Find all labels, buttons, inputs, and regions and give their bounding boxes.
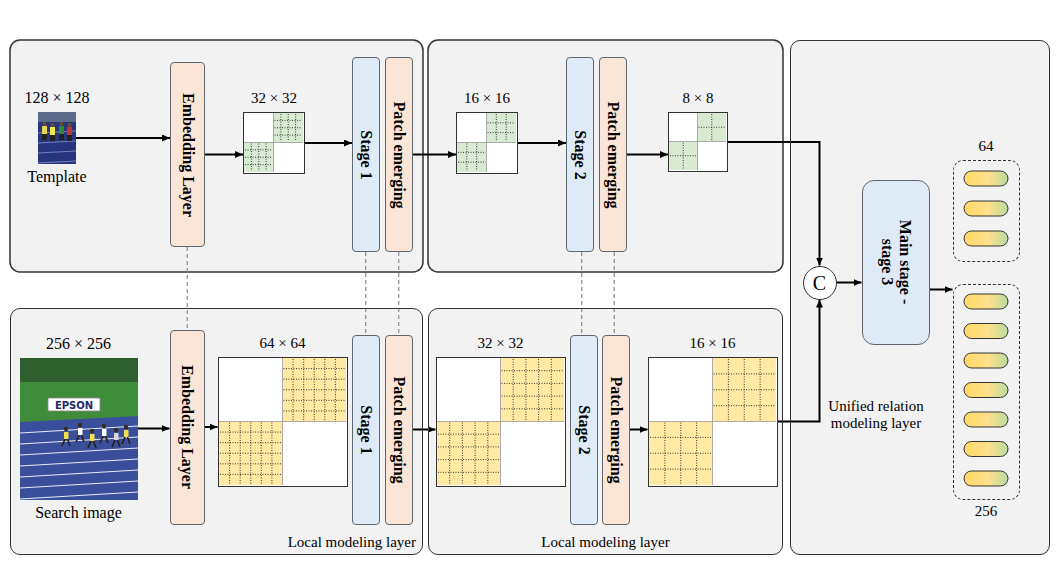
node-text: 32 × 32 xyxy=(251,90,297,107)
module-box: Stage 2 xyxy=(566,57,594,252)
token-pill xyxy=(964,353,1008,368)
node-text: Main stage -stage 3 xyxy=(878,212,913,312)
weight-sharing-line xyxy=(614,252,615,335)
module-box: Stage 1 xyxy=(352,57,380,252)
module-box: Main stage -stage 3 xyxy=(862,180,930,345)
token-pill xyxy=(964,471,1008,486)
concat-circle: C xyxy=(803,266,837,300)
layer-panel: CMain stage -stage 364256Unified relatio… xyxy=(790,40,1050,555)
token-pill xyxy=(964,441,1008,456)
module-box: Patch emerging xyxy=(599,57,627,252)
weight-sharing-line xyxy=(187,247,188,330)
node-text: 64 × 64 xyxy=(260,335,306,352)
feature-grid xyxy=(457,113,516,172)
panel-fill xyxy=(790,40,1050,555)
weight-sharing-line xyxy=(581,252,582,335)
flow-arrow xyxy=(627,154,668,156)
token-pill xyxy=(964,382,1008,397)
feature-grid xyxy=(219,358,346,485)
node-text: Template xyxy=(27,168,86,186)
feature-map: 32 × 32 xyxy=(243,112,305,174)
node-text: C xyxy=(813,273,826,293)
feature-map: 64 × 64 xyxy=(218,357,348,487)
feature-grid xyxy=(244,113,303,172)
node-text: Patch emerging xyxy=(390,376,408,483)
panel-fill xyxy=(10,308,423,555)
node-text: Embedding Layer xyxy=(178,365,196,489)
flow-arrow xyxy=(837,282,862,284)
flow-arrow xyxy=(305,142,352,144)
node-text: Stage 1 xyxy=(357,405,375,454)
template-panel xyxy=(428,40,783,272)
flow-arrow xyxy=(205,154,243,156)
feature-map: 32 × 32 xyxy=(436,357,566,487)
node-text: 256 × 256 xyxy=(46,335,111,353)
module-box: Stage 1 xyxy=(352,335,380,525)
feature-map: 8 × 8 xyxy=(668,112,728,172)
token-pill xyxy=(964,412,1008,427)
feature-map: 16 × 16 xyxy=(456,112,518,174)
flow-arrow xyxy=(630,429,648,431)
flow-arrow xyxy=(778,300,820,422)
template-panel xyxy=(10,40,423,272)
node-text: Search image xyxy=(35,504,122,522)
token-illustration xyxy=(954,161,1018,260)
photo-illustration xyxy=(38,112,76,164)
node-text: 16 × 16 xyxy=(690,335,736,352)
node-text: Unified relation modeling layer xyxy=(806,398,946,433)
flow-arrow xyxy=(138,428,170,430)
module-box: Patch emerging xyxy=(602,335,630,525)
node-text: Patch emerging xyxy=(390,101,408,208)
module-box: Embedding Layer xyxy=(170,62,205,247)
node-text: Patch emerging xyxy=(607,376,625,483)
layer-panel: 32 × 32 Stage 2 Patch emerging 16 × 16 Local… xyxy=(428,308,783,555)
input-image: 128 × 128Template xyxy=(38,112,76,164)
feature-map: 16 × 16 xyxy=(648,357,778,487)
module-box: Embedding Layer xyxy=(170,330,205,525)
token-pill xyxy=(964,201,1008,216)
flow-arrow xyxy=(413,154,456,156)
token-pill xyxy=(964,323,1008,338)
node-text: 128 × 128 xyxy=(24,89,89,107)
node-text: 32 × 32 xyxy=(478,335,524,352)
node-text: Local modeling layer xyxy=(541,534,669,551)
weight-sharing-line xyxy=(398,252,399,335)
node-text: Local modeling layer xyxy=(288,534,416,551)
node-text: 64 xyxy=(979,138,994,155)
node-text: 16 × 16 xyxy=(464,90,510,107)
token-pill xyxy=(964,171,1008,186)
token-pill xyxy=(964,231,1008,246)
photo-illustration xyxy=(20,358,138,500)
node-text: Patch emerging xyxy=(604,101,622,208)
node-text: Stage 2 xyxy=(575,405,593,454)
layer-panel: 256 × 256Search imageEmbedding Layer64 ×… xyxy=(10,308,423,555)
module-box: Stage 2 xyxy=(570,335,598,525)
flow-arrow xyxy=(76,137,170,139)
node-text: 256 xyxy=(975,503,998,520)
weight-sharing-line xyxy=(365,252,366,335)
flow-arrow xyxy=(413,429,436,431)
flow-arrow xyxy=(930,289,953,291)
node-text: Embedding Layer xyxy=(179,92,197,216)
feature-grid xyxy=(649,358,776,485)
module-box: Patch emerging xyxy=(385,335,413,525)
flow-arrow xyxy=(205,426,218,428)
token-group: 64 xyxy=(953,160,1020,262)
token-group: 256 xyxy=(953,284,1020,500)
token-pill xyxy=(964,294,1008,309)
image-label: EPSON xyxy=(55,399,93,410)
panel-fill xyxy=(428,308,783,555)
node-text: Stage 2 xyxy=(571,130,589,179)
feature-grid xyxy=(669,113,726,170)
flow-arrow xyxy=(728,142,820,266)
module-box: Patch emerging xyxy=(385,57,413,252)
feature-grid xyxy=(437,358,564,485)
node-text: 8 × 8 xyxy=(683,90,714,107)
token-illustration xyxy=(954,285,1018,498)
flow-arrow xyxy=(518,142,566,144)
input-image: 256 × 256Search image xyxy=(20,358,138,500)
node-text: Stage 1 xyxy=(357,130,375,179)
